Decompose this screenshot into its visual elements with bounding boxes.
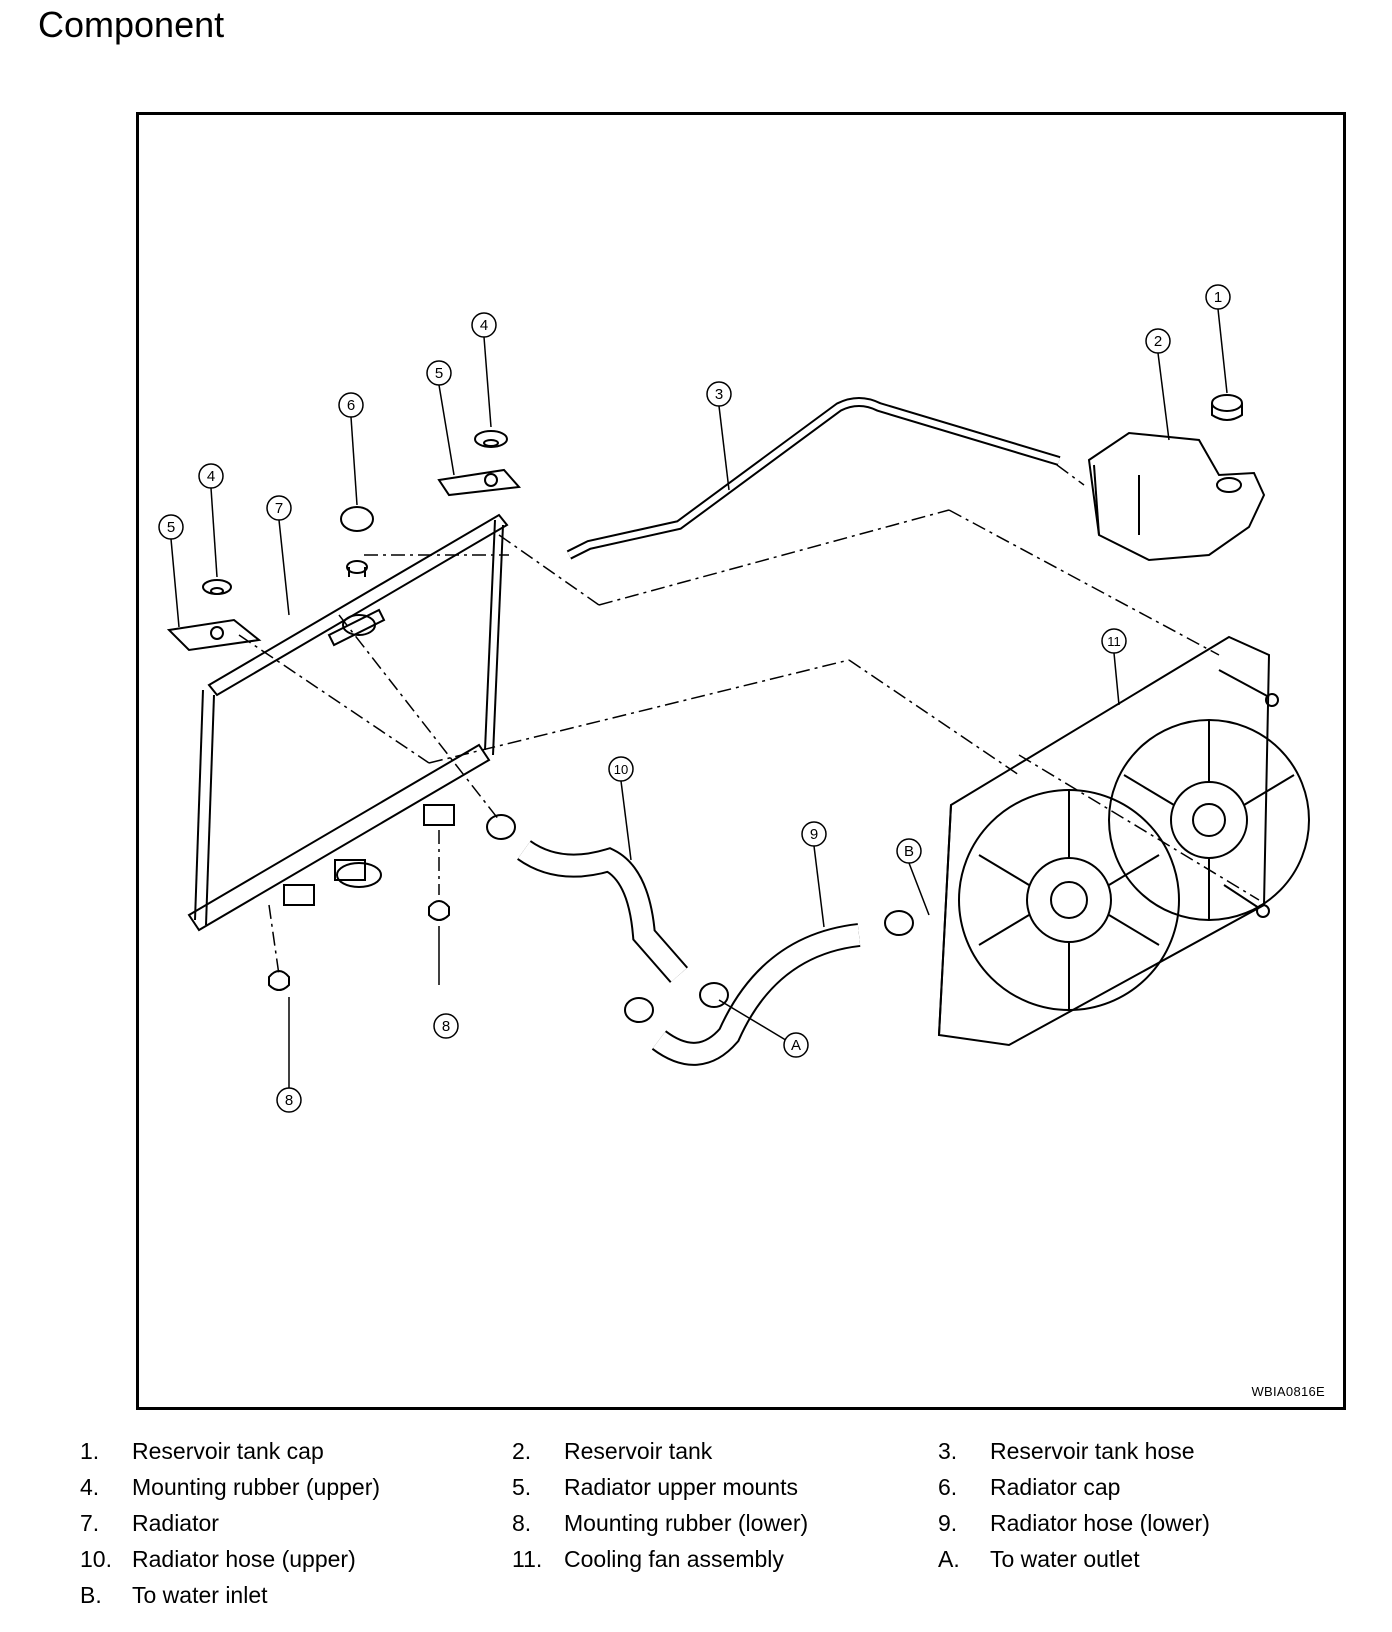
fan-bolt-lower bbox=[1223, 884, 1270, 918]
clamp bbox=[884, 910, 914, 936]
svg-text:4: 4 bbox=[480, 317, 488, 334]
leader-lines bbox=[170, 308, 1228, 1100]
svg-text:5: 5 bbox=[167, 519, 175, 536]
svg-text:5: 5 bbox=[435, 365, 443, 382]
callout-6: 6 bbox=[338, 392, 364, 418]
figure-reference-code: WBIA0816E bbox=[1251, 1384, 1325, 1399]
reservoir-tank bbox=[1087, 431, 1266, 562]
callout-4-right: 4 bbox=[471, 312, 497, 338]
callout-2: 2 bbox=[1145, 328, 1171, 354]
callout-4-left: 4 bbox=[198, 463, 224, 489]
upper-rubber-left bbox=[202, 579, 232, 595]
svg-text:A: A bbox=[791, 1037, 801, 1054]
svg-text:6: 6 bbox=[347, 397, 355, 414]
callout-8-left: 8 bbox=[276, 1087, 302, 1113]
cooling-fan-assembly bbox=[937, 635, 1310, 1047]
svg-text:4: 4 bbox=[207, 468, 215, 485]
upper-mount-left bbox=[166, 618, 262, 652]
callout-10: 10 bbox=[608, 756, 634, 782]
fan-bolt-upper bbox=[1218, 669, 1279, 707]
clamp bbox=[486, 814, 516, 840]
reservoir-cap bbox=[1211, 394, 1243, 421]
svg-text:2: 2 bbox=[1154, 333, 1162, 350]
radiator-body bbox=[187, 513, 509, 932]
page-title: Component bbox=[38, 4, 225, 45]
callout-11: 11 bbox=[1101, 628, 1127, 654]
upper-rubber-right bbox=[474, 430, 508, 448]
lower-rubber-right bbox=[428, 900, 450, 921]
diagram-frame: 1 2 3 4 5 6 4 7 5 11 10 9 B A 8 8 WBIA08… bbox=[136, 112, 1346, 1410]
upper-mount-right bbox=[437, 468, 522, 497]
callouts: 1 2 3 4 5 6 4 7 5 11 10 9 B A 8 8 bbox=[158, 284, 1231, 1113]
callout-1: 1 bbox=[1205, 284, 1231, 310]
assembly-lines bbox=[238, 464, 1260, 976]
callout-7: 7 bbox=[266, 495, 292, 521]
svg-text:8: 8 bbox=[442, 1018, 450, 1035]
clamp bbox=[699, 982, 729, 1008]
svg-text:B: B bbox=[904, 843, 914, 860]
callout-B: B bbox=[896, 838, 922, 864]
lower-rubber-left bbox=[268, 970, 290, 991]
clamp bbox=[624, 997, 654, 1023]
callout-9: 9 bbox=[801, 821, 827, 847]
svg-text:11: 11 bbox=[1107, 634, 1121, 649]
svg-text:7: 7 bbox=[275, 500, 283, 517]
svg-text:1: 1 bbox=[1214, 289, 1222, 306]
svg-text:8: 8 bbox=[285, 1092, 293, 1109]
callout-5-left: 5 bbox=[158, 514, 184, 540]
svg-text:9: 9 bbox=[810, 826, 818, 843]
callout-3: 3 bbox=[706, 381, 732, 407]
parts-legend: 1.Reservoir tank cap 2.Reservoir tank 3.… bbox=[80, 1438, 1210, 1608]
svg-text:10: 10 bbox=[614, 762, 628, 777]
exploded-view-illustration: 1 2 3 4 5 6 4 7 5 11 10 9 B A 8 8 bbox=[158, 284, 1310, 1113]
radiator-cap bbox=[340, 506, 374, 577]
callout-A: A bbox=[783, 1032, 809, 1058]
callout-5-right: 5 bbox=[426, 360, 452, 386]
svg-text:3: 3 bbox=[715, 386, 723, 403]
callout-8-right: 8 bbox=[433, 1013, 459, 1039]
